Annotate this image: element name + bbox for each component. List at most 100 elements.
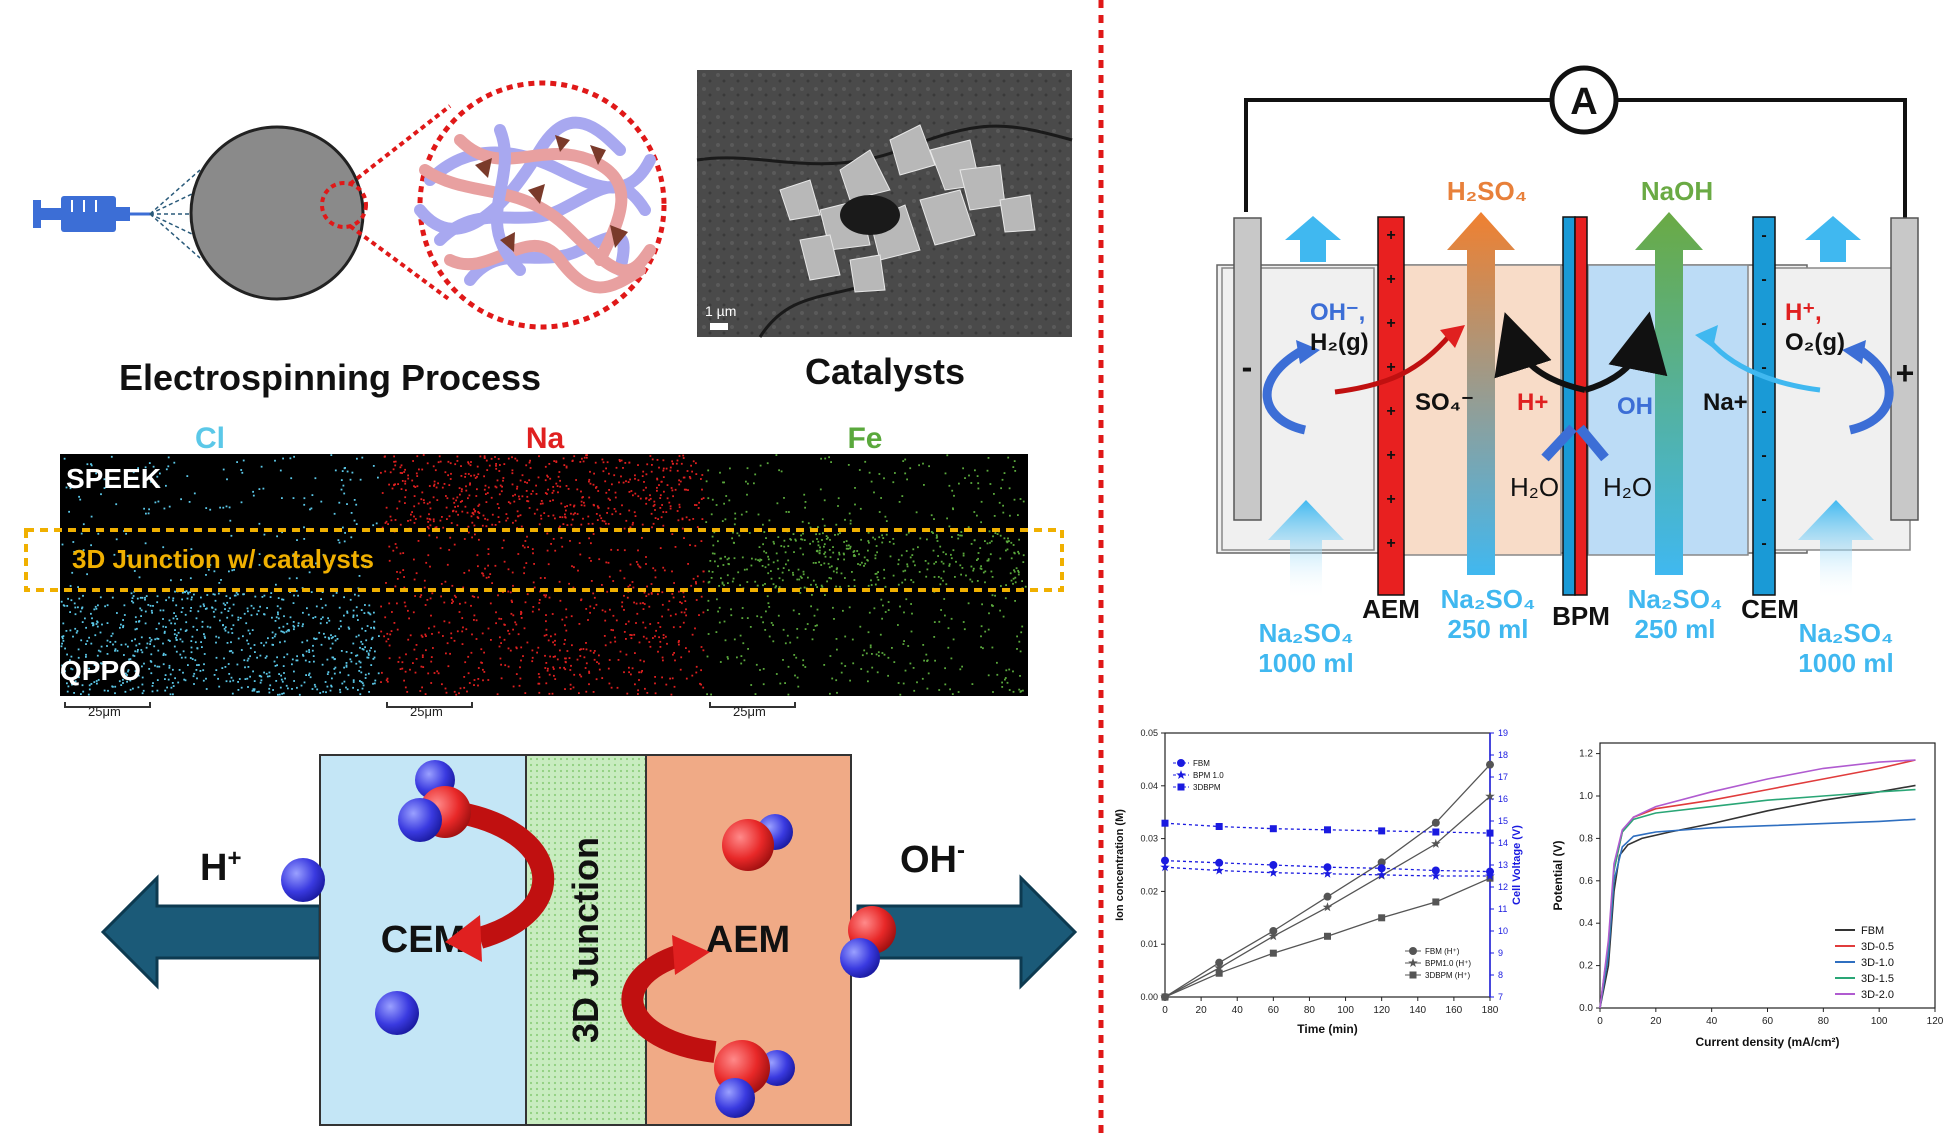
- proton-sphere-2: [375, 991, 419, 1035]
- cem-minus-signs: --------: [1761, 227, 1766, 552]
- cem-membrane: [1752, 216, 1776, 596]
- chart1-xtick-label: 160: [1446, 1005, 1463, 1016]
- chart1-xtick-label: 140: [1409, 1005, 1426, 1016]
- zoom-line-bottom: [348, 224, 452, 302]
- svg-text:+: +: [1386, 227, 1395, 244]
- chart1-point: [1431, 838, 1441, 848]
- chart2-ylabel: Potential (V): [1551, 840, 1565, 910]
- cathode-electrode: [1233, 217, 1262, 521]
- chart1-xtick-label: 0: [1162, 1005, 1168, 1016]
- hydroxide-label: OH: [1617, 393, 1653, 420]
- electrospinning-panel: Electrospinning Process: [33, 80, 667, 398]
- chart1-point: [1215, 823, 1223, 830]
- chart2-xtick-label: 60: [1762, 1016, 1774, 1027]
- cell-diagram: A - + ++++++++ -------- H₂SO₄ NaOH: [1216, 65, 1919, 678]
- chart1-point: [1322, 868, 1333, 878]
- feed-4-volume: 1000 ml: [1798, 648, 1893, 678]
- chart1-y2tick-label: 17: [1498, 772, 1508, 782]
- chart1-point: [1486, 760, 1494, 769]
- chart1-y2tick-label: 18: [1498, 750, 1508, 760]
- svg-text:-: -: [1761, 359, 1766, 376]
- chart2-ytick-label: 0.4: [1579, 918, 1593, 929]
- spray-cone: [149, 169, 201, 259]
- chart1-point: [1486, 874, 1494, 882]
- chart1-point: [1323, 892, 1332, 901]
- edx-label-fe: Fe: [847, 422, 882, 455]
- nanofiber-tangle: [414, 116, 656, 294]
- naoh-arrow: [1635, 212, 1703, 575]
- chart2-legend-label: 3D-0.5: [1861, 941, 1894, 953]
- anode-product-2: O₂(g): [1785, 329, 1845, 356]
- chart2-legend-label: FBM: [1861, 925, 1884, 937]
- chart1-point: [1215, 858, 1224, 867]
- left-ion-label: H+: [200, 845, 241, 889]
- chart1-xtick-label: 20: [1196, 1005, 1208, 1016]
- aem-curved-arrow: [621, 944, 717, 1063]
- chart1-point: [1269, 949, 1277, 957]
- external-circuit: [1244, 98, 1907, 225]
- chart1-point: [1214, 963, 1224, 972]
- chart2-ytick-label: 0.6: [1579, 876, 1593, 887]
- edx-scale-1: 25μm: [88, 704, 121, 719]
- chart1-point: [1324, 826, 1331, 834]
- anode-sign: +: [1896, 355, 1915, 391]
- chart1-y2tick-label: 16: [1498, 794, 1508, 804]
- chart1-point: [1268, 867, 1279, 877]
- svg-text:-: -: [1761, 491, 1766, 508]
- junction-block: [525, 754, 647, 1126]
- svg-text:-: -: [1761, 271, 1766, 288]
- chart1-xtick-label: 100: [1337, 1005, 1354, 1016]
- zoom-line-top: [348, 104, 452, 186]
- cem-arrowhead: [445, 915, 482, 962]
- water-label-left: H₂O: [1510, 472, 1559, 502]
- chart1-point: [1161, 856, 1169, 865]
- svg-text:+: +: [1386, 315, 1395, 332]
- chart1-xtick-label: 60: [1268, 1005, 1280, 1016]
- junction-diagram: H+ OH- CEM AEM 3D Junction: [100, 754, 1078, 1126]
- chart1-point: [1161, 993, 1169, 1001]
- proton-sphere-1: [281, 858, 325, 902]
- edx-scale-bars: [64, 702, 796, 708]
- catalysts-caption: Catalysts: [805, 351, 965, 392]
- water-molecule-2: [714, 1040, 795, 1118]
- edx-label-cl: Cl: [195, 422, 225, 455]
- feed-4-name: Na₂SO₄: [1799, 618, 1894, 648]
- proton-label: H+: [1517, 389, 1548, 416]
- chart1-point: [1214, 865, 1224, 875]
- chart2-series-line: [1599, 759, 1916, 1009]
- right-ion-label: OH-: [900, 837, 965, 881]
- chart1-point: [1324, 932, 1331, 940]
- chart1-y2tick-label: 7: [1498, 992, 1503, 1002]
- collector-drum: [189, 125, 365, 301]
- anode-reaction-arrow: [1848, 346, 1894, 435]
- electrospinning-caption: Electrospinning Process: [119, 357, 541, 398]
- chart1-point: [1269, 861, 1278, 869]
- chart1-point: [1269, 927, 1278, 935]
- chart2-xtick-label: 100: [1871, 1016, 1888, 1027]
- sem-pore: [840, 195, 900, 235]
- cell-cem-label: CEM: [1741, 594, 1799, 624]
- naoh-label: NaOH: [1641, 176, 1713, 206]
- chart1-y2tick-label: 10: [1498, 926, 1508, 936]
- bpm-cation-layer: [1562, 216, 1576, 596]
- catalyst-particles: [475, 135, 628, 252]
- sem-scale-label: 1 µm: [705, 303, 736, 319]
- edx-label-na: Na: [526, 422, 565, 455]
- chart1-legend-label: FBM: [1193, 759, 1210, 768]
- chart1-point: [1215, 969, 1223, 977]
- chart1-y2tick-label: 15: [1498, 816, 1508, 826]
- sulfate-label: SO₄⁻: [1415, 389, 1474, 416]
- chart1-point: [1431, 866, 1440, 875]
- chart1-point: [1322, 902, 1333, 912]
- feed-1-volume: 1000 ml: [1258, 648, 1353, 678]
- hydroxide-molecule-2: [840, 906, 896, 978]
- bpm-anion-layer: [1574, 216, 1588, 596]
- feed-2-volume: 250 ml: [1448, 614, 1529, 644]
- chart2-series-line: [1599, 759, 1916, 1009]
- chart2-ytick-label: 1.0: [1579, 791, 1593, 802]
- chart2-xtick-label: 40: [1706, 1016, 1718, 1027]
- edx-panel: Cl Na Fe SPEEK QPPO 3D Junction w/ catal…: [24, 422, 1064, 719]
- junction-highlight-box: [24, 528, 1064, 592]
- chart1-y2label: Cell Voltage (V): [1511, 825, 1523, 905]
